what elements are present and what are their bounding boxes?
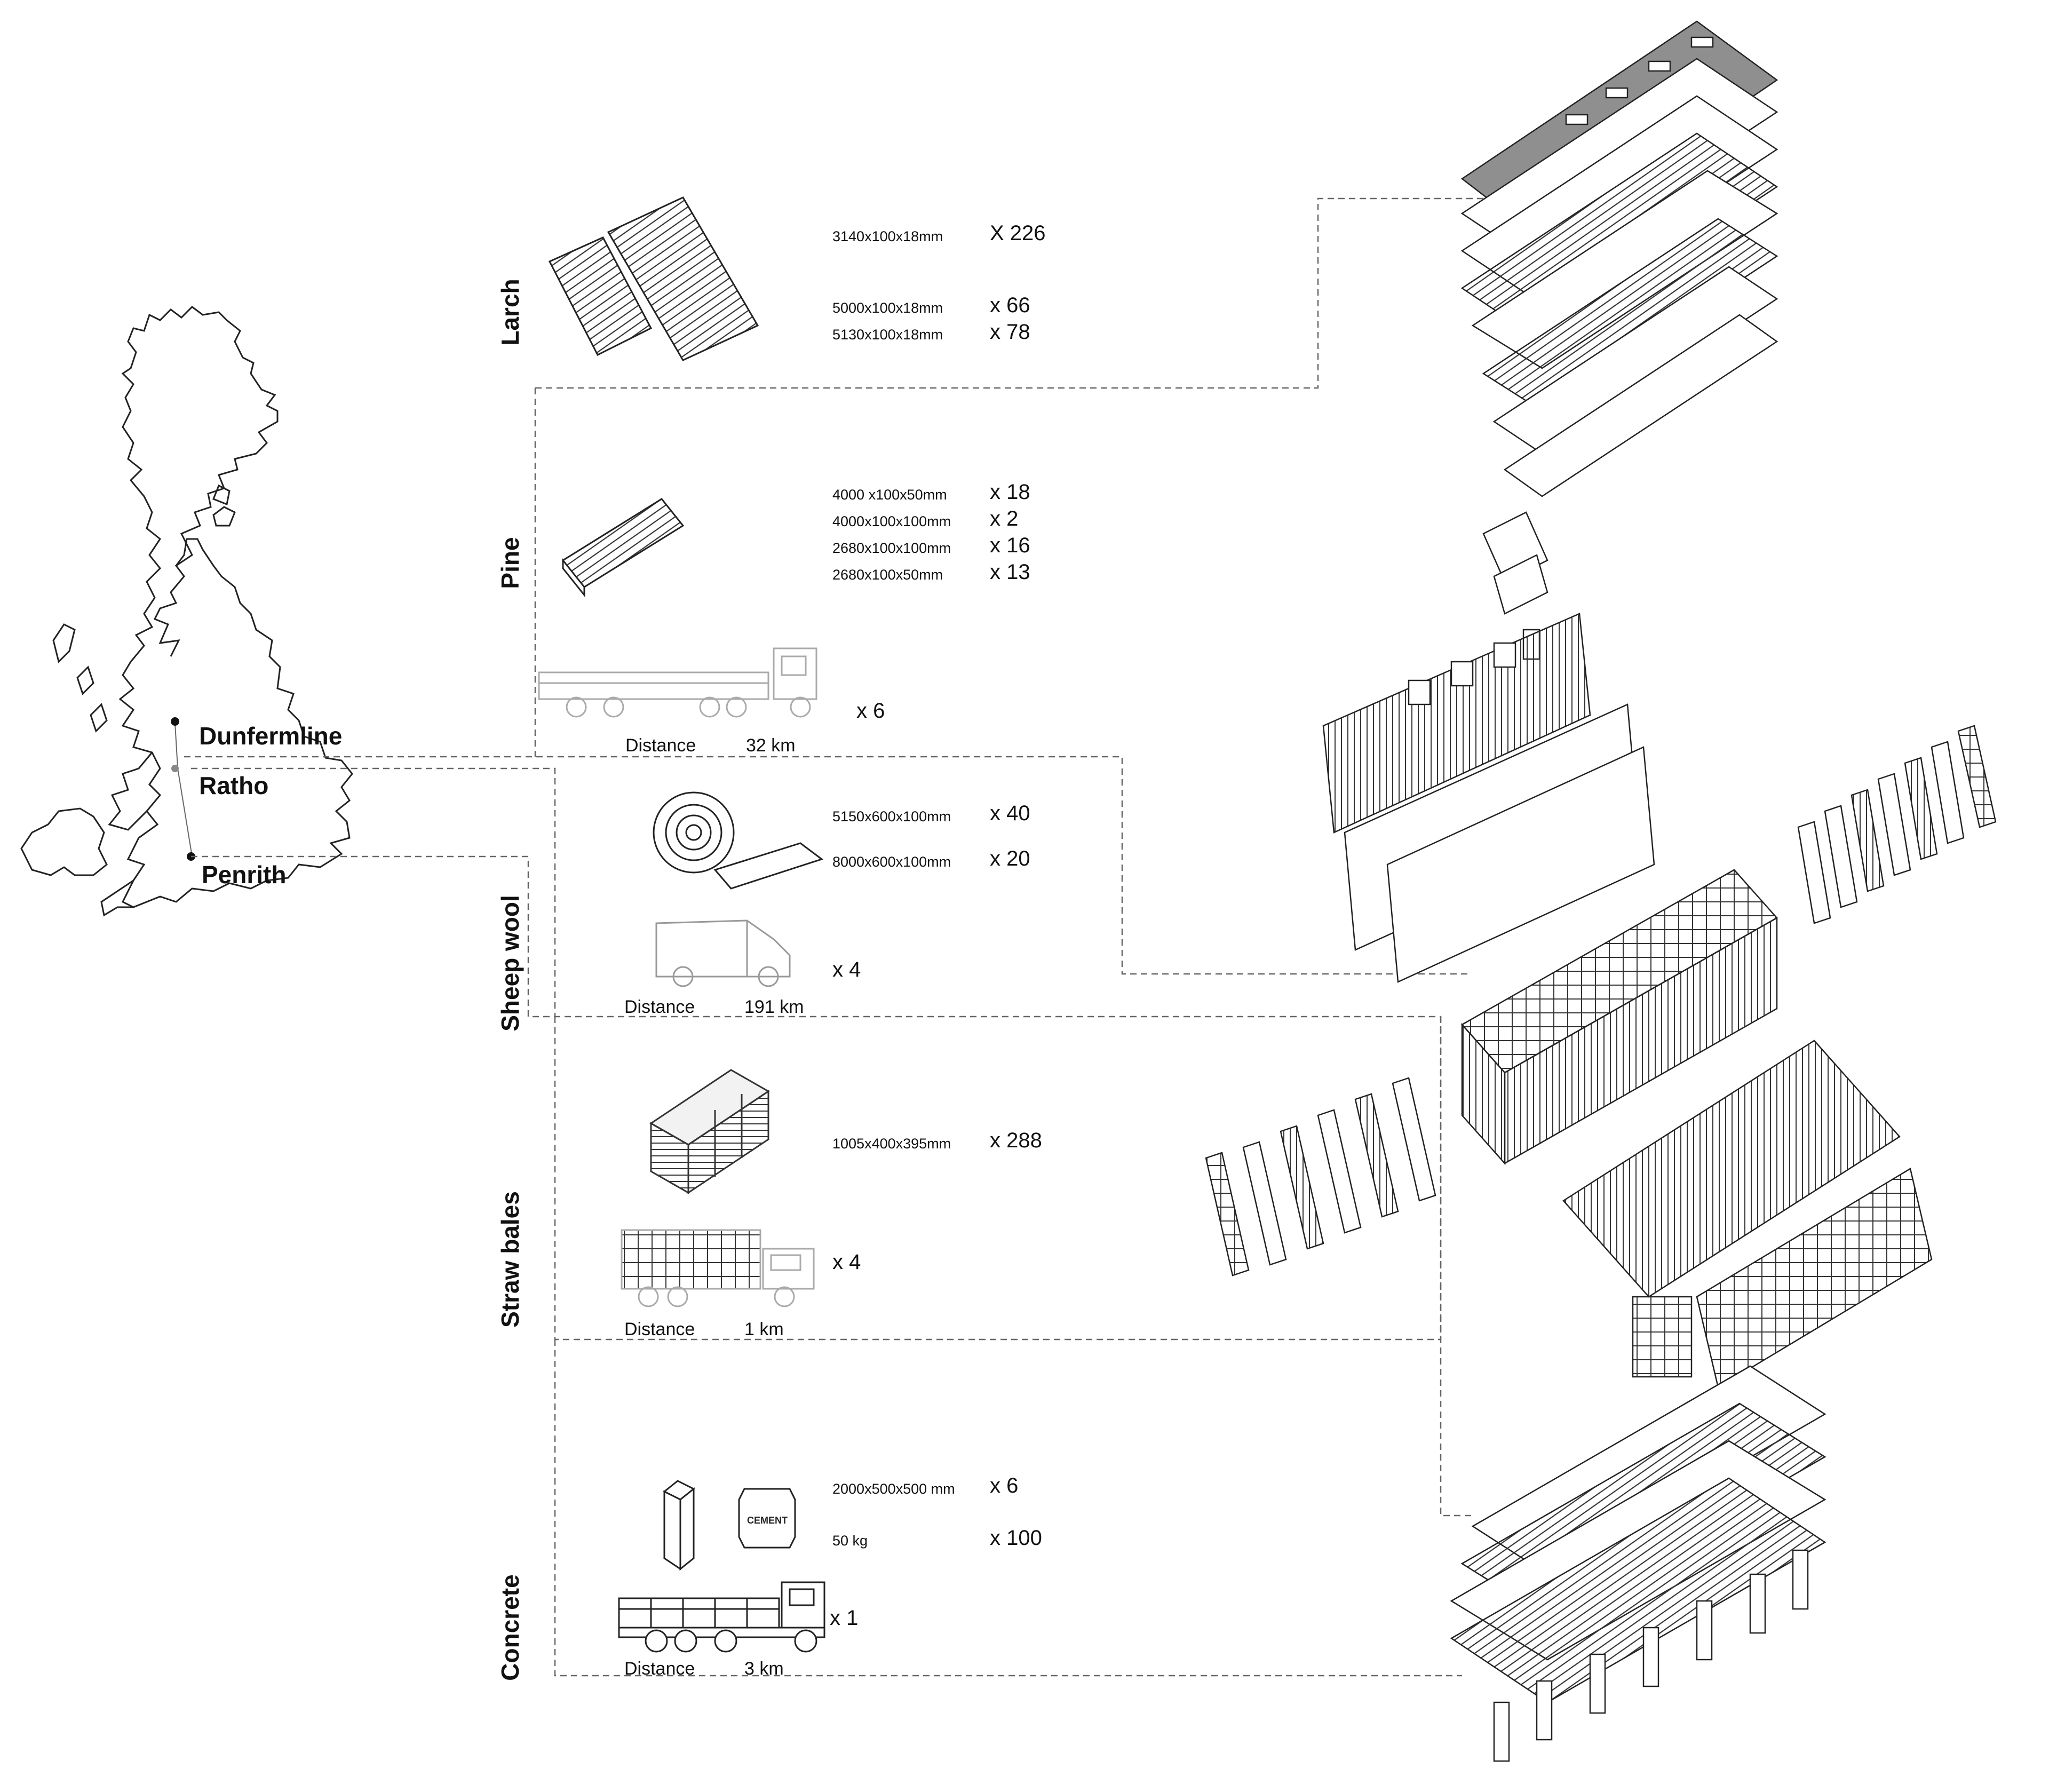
- pine-qty-2: x 2: [990, 507, 1019, 530]
- side-ribs-left: [1205, 1077, 1436, 1276]
- larch-dims-2: 5000x100x18mm: [832, 300, 943, 316]
- wool-dims-1: 5150x600x100mm: [832, 808, 951, 824]
- shetland-islands: [212, 484, 231, 506]
- pine-dims-3: 2680x100x100mm: [832, 540, 951, 556]
- cement-bag-text: CEMENT: [747, 1515, 788, 1526]
- concrete-column-icon: [663, 1480, 695, 1571]
- pine-truck-count: x 6: [856, 699, 885, 723]
- hebrides-islands: [52, 623, 108, 733]
- wool-roll-icon: [653, 791, 824, 890]
- roof-windows: [1565, 36, 1714, 125]
- straw-dims-1: 1005x400x395mm: [832, 1136, 951, 1152]
- wales-peninsula: [108, 752, 153, 831]
- material-label-sheep-wool: Sheep wool: [496, 895, 524, 1032]
- concrete-truck-icon: [618, 1581, 825, 1653]
- pine-dims-4: 2680x100x50mm: [832, 567, 943, 583]
- material-label-pine: Pine: [496, 537, 524, 589]
- larch-dims-3: 5130x100x18mm: [832, 327, 943, 343]
- uk-map: [20, 306, 353, 917]
- leader-lines: [184, 197, 1542, 1677]
- pine-dims-2: 4000x100x100mm: [832, 513, 951, 529]
- larch-qty-1: X 226: [990, 221, 1046, 245]
- concrete-truck-count: x 1: [830, 1606, 859, 1630]
- straw-distance-label: Distance: [624, 1319, 695, 1339]
- pine-distance-value: 32 km: [746, 735, 796, 756]
- cornwall-peninsula: [100, 879, 134, 917]
- interior-partitions-layer: [1562, 1040, 1901, 1298]
- wool-qty-1: x 40: [990, 802, 1030, 825]
- material-label-larch: Larch: [496, 279, 524, 346]
- pine-qty-4: x 13: [990, 560, 1030, 584]
- larch-dims-1: 3140x100x18mm: [832, 228, 943, 244]
- wool-qty-2: x 20: [990, 847, 1030, 870]
- concrete-distance-value: 3 km: [744, 1659, 784, 1679]
- larch-qty-3: x 78: [990, 320, 1030, 344]
- straw-truck-count: x 4: [832, 1250, 861, 1274]
- northern-ireland-outline: [20, 807, 108, 876]
- concrete-piles: [1493, 1549, 1809, 1762]
- wool-van-icon: [655, 919, 791, 987]
- pine-qty-1: x 18: [990, 480, 1030, 504]
- pine-truck-icon: [538, 647, 817, 718]
- pine-timber-bundle-icon: [561, 498, 685, 598]
- material-label-straw-bales: Straw bales: [496, 1191, 524, 1328]
- wool-distance-value: 191 km: [744, 997, 804, 1017]
- pine-dims-1: 4000 x100x50mm: [832, 487, 947, 503]
- straw-distance-value: 1 km: [744, 1319, 784, 1339]
- larch-boards-icon: [548, 196, 759, 361]
- wool-distance-label: Distance: [624, 997, 695, 1017]
- ratho-dot: [171, 765, 179, 772]
- concrete-dims-1: 2000x500x500 mm: [832, 1481, 955, 1497]
- pine-distance-label: Distance: [625, 735, 696, 756]
- straw-truck-icon: [621, 1229, 815, 1307]
- pine-qty-3: x 16: [990, 534, 1030, 557]
- larch-qty-2: x 66: [990, 294, 1030, 317]
- wool-van-count: x 4: [832, 958, 861, 981]
- exploded-axonometric: [1205, 20, 1997, 1762]
- wool-dims-2: 8000x600x100mm: [832, 854, 951, 870]
- concrete-qty-1: x 6: [990, 1474, 1019, 1497]
- concrete-dims-2: 50 kg: [832, 1533, 868, 1549]
- route: [171, 717, 195, 861]
- cement-bag-icon: CEMENT: [738, 1488, 796, 1549]
- side-ribs-right: [1797, 725, 1997, 924]
- orkney-islands: [212, 506, 236, 527]
- place-dunfermline: Dunfermline: [199, 722, 343, 750]
- material-label-concrete: Concrete: [496, 1574, 524, 1681]
- straw-bales-icon: [649, 1069, 770, 1194]
- straw-qty-1: x 288: [990, 1129, 1042, 1152]
- dunfermline-dot: [171, 717, 179, 726]
- concrete-qty-2: x 100: [990, 1526, 1042, 1550]
- great-britain-outline: [118, 306, 353, 908]
- place-penrith: Penrith: [202, 861, 287, 889]
- concrete-distance-label: Distance: [624, 1659, 695, 1679]
- place-ratho: Ratho: [199, 772, 269, 799]
